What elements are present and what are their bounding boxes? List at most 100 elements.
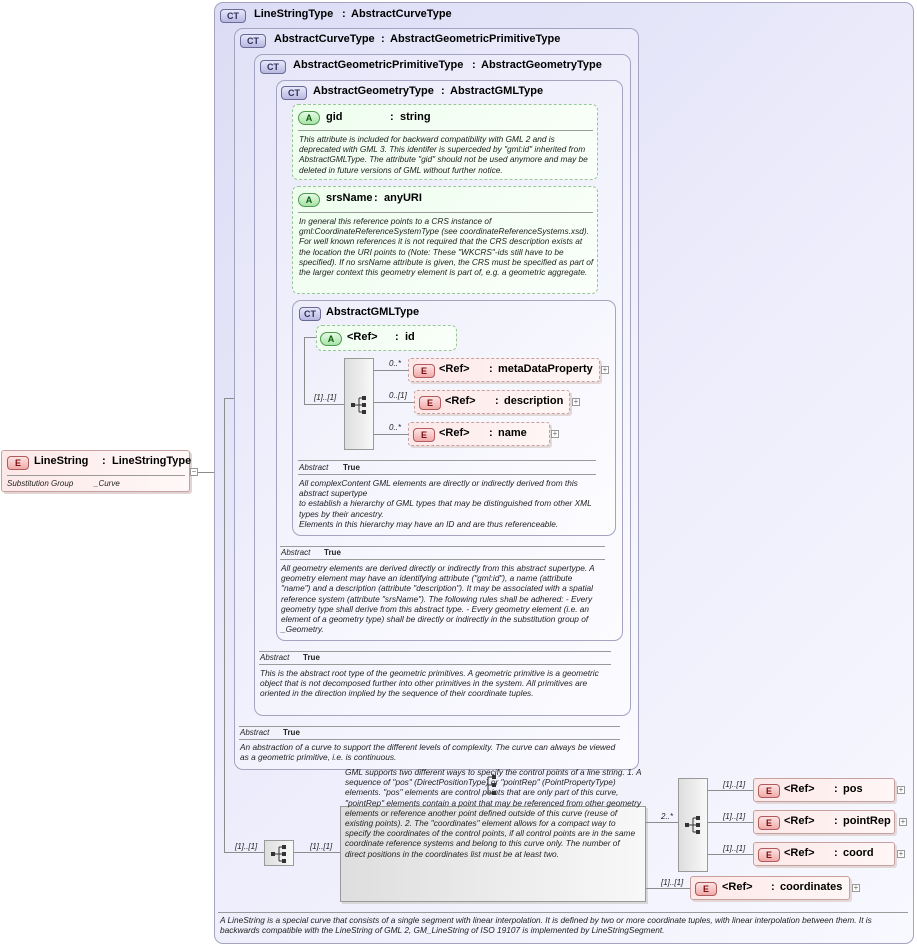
element-ref: <Ref> (784, 815, 815, 827)
substitution-group-label: Substitution Group (7, 479, 74, 488)
sequence-multiplicity: [1]..[1] (314, 393, 337, 402)
abstract-label: Abstract (299, 463, 329, 472)
collapse-toggle[interactable]: − (190, 467, 198, 476)
abstract-value: True (343, 463, 360, 472)
type-separator: : (489, 427, 493, 439)
element-ref: <Ref> (445, 395, 476, 407)
divider (298, 474, 596, 475)
type-separator: : (834, 847, 838, 859)
type-separator: : (771, 881, 775, 893)
element-multiplicity: 0..* (389, 423, 402, 432)
abstract-value: True (324, 548, 341, 557)
root-element-type: LineStringType (112, 455, 192, 467)
complex-type-badge: CT (220, 9, 246, 23)
substitution-group-value: _Curve (94, 479, 120, 488)
abstract-value: True (303, 653, 320, 662)
ct-base: AbstractGMLType (450, 85, 544, 97)
element-description[interactable]: E <Ref> : description (414, 390, 570, 414)
element-badge: E (419, 396, 441, 410)
choice-compositor[interactable] (340, 806, 646, 902)
attribute-name: srsName (326, 192, 373, 204)
attribute-badge: A (298, 193, 320, 207)
type-separator: : (834, 783, 838, 795)
element-name-ref[interactable]: E <Ref> : name (408, 422, 550, 446)
gid-documentation: This attribute is included for backward … (299, 134, 588, 175)
attribute-ref: <Ref> (347, 331, 378, 343)
element-ref: <Ref> (722, 881, 753, 893)
attribute-gid[interactable]: A gid : string This attribute is include… (292, 104, 598, 180)
element-multiplicity: 0..* (389, 359, 402, 368)
divider (298, 130, 593, 131)
divider (239, 726, 620, 727)
ct-name: AbstractGeometryType (313, 85, 434, 97)
connector-line (646, 888, 690, 889)
element-coord[interactable]: E <Ref> : coord (753, 842, 895, 866)
sequence-compositor[interactable] (264, 840, 294, 866)
ct-base: AbstractGeometryType (481, 59, 602, 71)
attribute-srsname[interactable]: A srsName : anyURI In general this refer… (292, 186, 598, 294)
type-separator: : (102, 455, 106, 467)
element-ref: <Ref> (439, 427, 470, 439)
element-pos[interactable]: E <Ref> : pos (753, 778, 895, 802)
sequence-compositor[interactable] (344, 358, 374, 450)
expand-toggle[interactable]: + (551, 429, 559, 438)
element-multiplicity: [1]..[1] (661, 878, 684, 887)
type-separator: : (381, 33, 385, 45)
connector-line (224, 852, 264, 853)
attribute-badge: A (298, 111, 320, 125)
divider (259, 664, 611, 665)
element-badge: E (413, 428, 435, 442)
primitive-documentation: This is the abstract root type of the ge… (260, 668, 599, 699)
expand-toggle[interactable]: + (897, 849, 905, 858)
element-name: pointRep (843, 815, 891, 827)
ct-base: AbstractCurveType (351, 8, 452, 20)
element-multiplicity: [1]..[1] (723, 812, 746, 821)
attribute-id[interactable]: A <Ref> : id (316, 325, 457, 351)
connector-line (224, 398, 225, 853)
abstract-value: True (283, 728, 300, 737)
divider (218, 912, 908, 913)
expand-toggle[interactable]: + (572, 397, 580, 406)
complex-type-badge: CT (240, 34, 266, 48)
abstract-label: Abstract (260, 653, 290, 662)
root-element-linestring[interactable]: E LineString : LineStringType Substituti… (1, 450, 192, 492)
attribute-name: id (405, 331, 415, 343)
connector-line (374, 402, 414, 403)
element-coordinates[interactable]: E <Ref> : coordinates (690, 876, 850, 900)
linestring-documentation: A LineString is a special curve that con… (220, 915, 872, 936)
gmltype-documentation: All complexContent GML elements are dire… (299, 478, 592, 529)
type-separator: : (472, 59, 476, 71)
element-multiplicity: [1]..[1] (723, 844, 746, 853)
type-separator: : (395, 331, 399, 343)
type-separator: : (441, 85, 445, 97)
connector-line (294, 852, 340, 853)
element-badge: E (758, 848, 780, 862)
type-separator: : (390, 111, 394, 123)
connector-line (374, 434, 408, 435)
element-name: description (504, 395, 564, 407)
srsname-documentation: In general this reference points to a CR… (299, 216, 594, 278)
expand-toggle[interactable]: + (852, 883, 860, 892)
expand-toggle[interactable]: + (897, 785, 905, 794)
type-separator: : (495, 395, 499, 407)
element-badge: E (413, 364, 435, 378)
element-name: coord (843, 847, 874, 859)
attribute-type: string (400, 111, 431, 123)
connector-line (198, 472, 214, 473)
connector-line (304, 337, 305, 405)
element-metadataproperty[interactable]: E <Ref> : metaDataProperty (408, 358, 600, 382)
element-badge: E (758, 784, 780, 798)
sequence-compositor[interactable] (678, 778, 708, 872)
expand-toggle[interactable]: + (899, 817, 907, 826)
element-pointrep[interactable]: E <Ref> : pointRep (753, 810, 895, 834)
connector-line (304, 337, 316, 338)
expand-toggle[interactable]: + (601, 365, 609, 374)
connector-line (374, 370, 408, 371)
abstract-label: Abstract (240, 728, 270, 737)
element-name: pos (843, 783, 863, 795)
ct-base: AbstractGeometricPrimitiveType (390, 33, 561, 45)
complex-type-badge: CT (260, 60, 286, 74)
choice-documentation: GML supports two different ways to speci… (345, 767, 642, 859)
element-badge: E (758, 816, 780, 830)
ct-name: AbstractCurveType (274, 33, 375, 45)
